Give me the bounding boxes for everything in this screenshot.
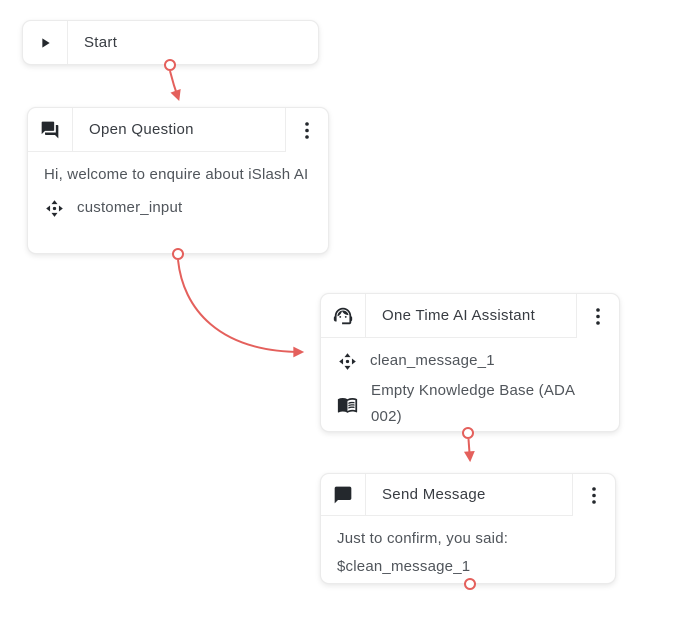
send-message-text: Just to confirm, you said: $clean_messag…: [337, 530, 509, 575]
chat-bubble-icon: [321, 474, 366, 516]
open-question-variable: customer_input: [77, 199, 183, 216]
forum-icon: [28, 108, 73, 152]
node-one-time-ai-assistant[interactable]: One Time AI Assistant clean_message_1 Em: [320, 293, 620, 432]
open-question-variable-row: customer_input: [44, 196, 312, 220]
node-one-time-ai-assistant-title: One Time AI Assistant: [366, 294, 576, 338]
ai-assistant-knowledge-base: Empty Knowledge Base (ADA 002): [371, 382, 575, 425]
ai-assistant-variable: clean_message_1: [370, 352, 495, 369]
output-port-start[interactable]: [164, 59, 176, 71]
kebab-menu-icon[interactable]: [572, 474, 615, 516]
kebab-menu-icon[interactable]: [576, 294, 619, 338]
node-send-message-title: Send Message: [366, 474, 572, 516]
edge-open-question-to-ai-assistant: [177, 259, 305, 358]
output-port-ai-assistant[interactable]: [462, 427, 474, 439]
play-icon: [23, 21, 68, 64]
edge-start-to-open-question: [169, 70, 181, 102]
node-start-header: Start: [23, 21, 318, 64]
variable-icon: [337, 352, 357, 371]
node-send-message[interactable]: Send Message Just to confirm, you said: …: [320, 473, 616, 584]
headset-agent-icon: [321, 294, 366, 338]
variable-icon: [44, 199, 64, 218]
node-start-title: Start: [84, 34, 118, 51]
ai-assistant-knowledge-base-row: Empty Knowledge Base (ADA 002): [337, 378, 603, 430]
edge-ai-assistant-to-send-message: [463, 438, 475, 463]
node-open-question-title: Open Question: [73, 108, 285, 152]
kebab-menu-icon[interactable]: [285, 108, 328, 152]
node-open-question-header: Open Question: [28, 108, 328, 152]
node-send-message-header: Send Message: [321, 474, 615, 516]
open-question-message: Hi, welcome to enquire about iSlash AI: [44, 166, 309, 183]
node-start[interactable]: Start: [22, 20, 319, 65]
node-one-time-ai-assistant-header: One Time AI Assistant: [321, 294, 619, 338]
node-open-question[interactable]: Open Question Hi, welcome to enquire abo…: [27, 107, 329, 254]
ai-assistant-variable-row: clean_message_1: [337, 349, 603, 373]
output-port-open-question[interactable]: [172, 248, 184, 260]
open-book-icon: [337, 394, 358, 415]
output-port-send-message[interactable]: [464, 578, 476, 590]
